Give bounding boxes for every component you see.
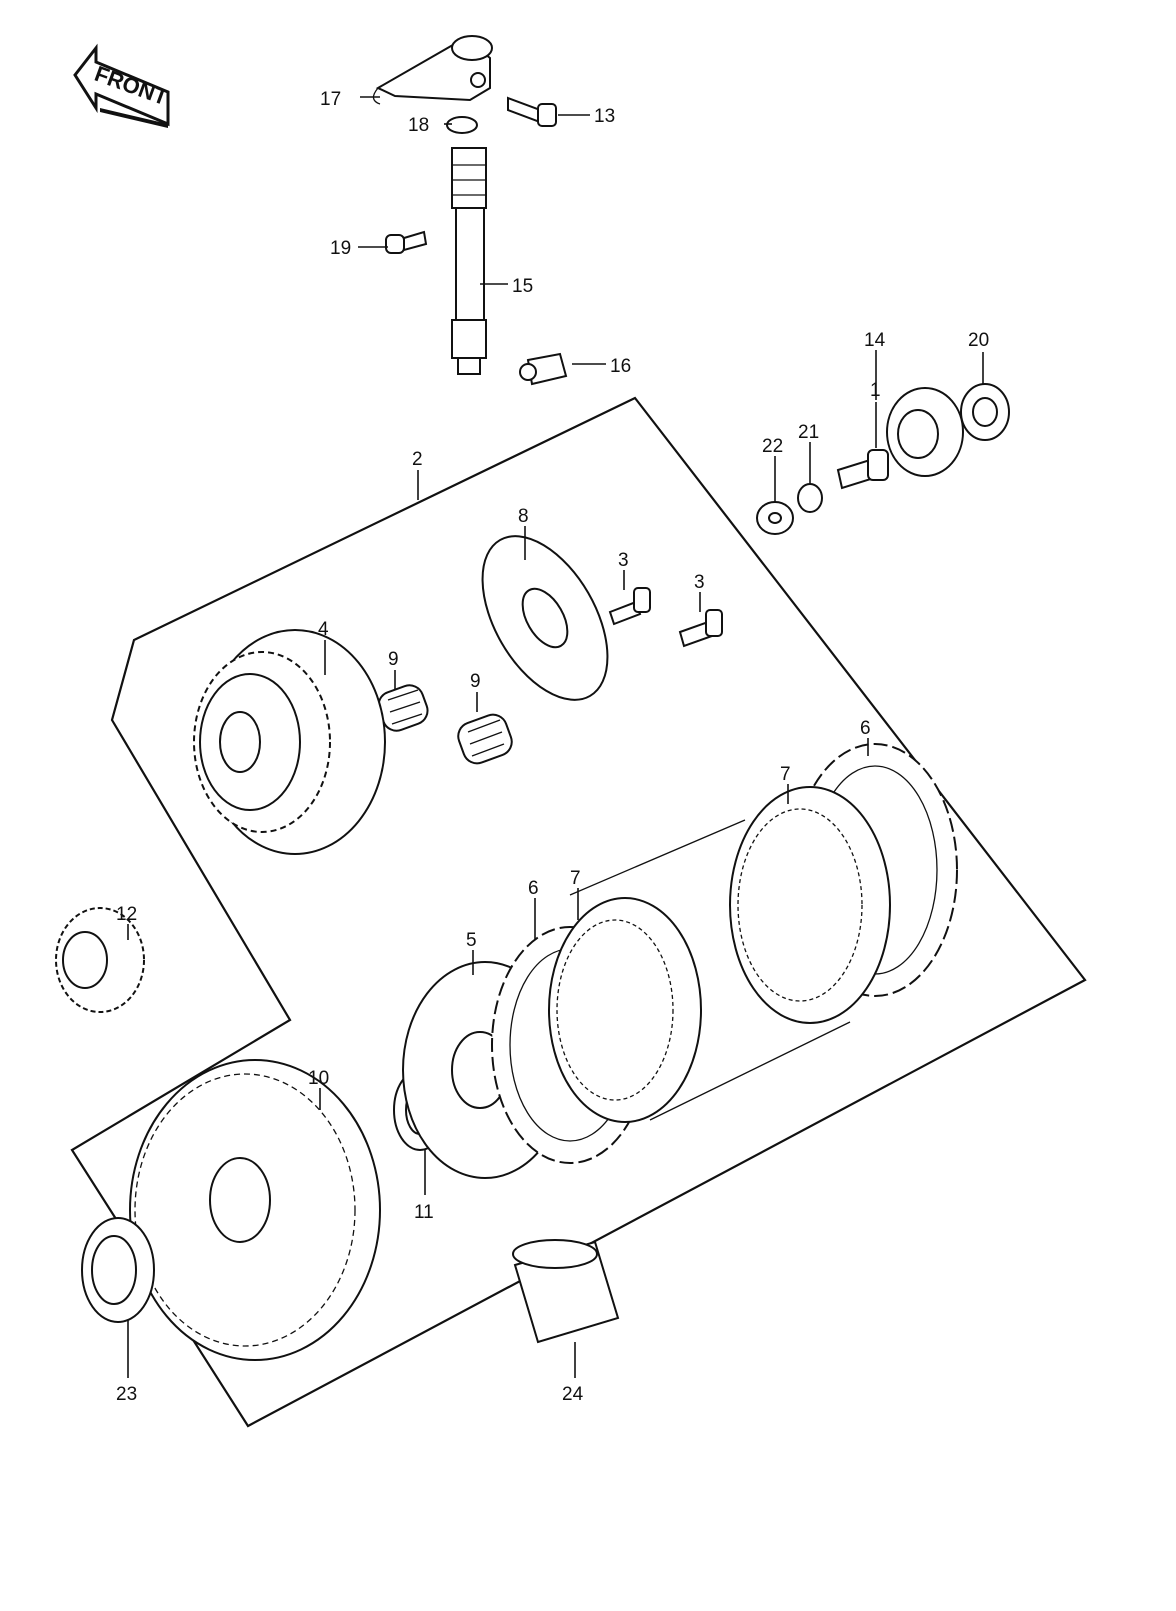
- part-7-steel-plate-b: [729, 786, 891, 1024]
- callout-3a: 3: [618, 550, 629, 571]
- callout-11: 11: [414, 1202, 434, 1223]
- callout-4: 5: [466, 930, 477, 951]
- callout-labels: 17 18 13 19 15 16 14 20 1 21 22 2 8 3 3 …: [116, 89, 989, 1405]
- callout-6b: 6: [860, 718, 871, 739]
- part-1-bolt: [836, 449, 889, 490]
- part-18-ring: [446, 116, 478, 134]
- callout-18: 18: [408, 115, 429, 136]
- callout-5: 4: [318, 619, 329, 640]
- part-3-bolt-a: [608, 587, 651, 626]
- part-3-bolt-b: [678, 609, 723, 648]
- callout-9a: 9: [388, 649, 399, 670]
- callout-17: 17: [320, 89, 341, 110]
- callout-7a: 7: [570, 868, 581, 889]
- callout-15: 15: [512, 276, 533, 297]
- part-8-plate: [481, 535, 609, 701]
- part-17-lever: [372, 35, 493, 105]
- callout-13: 13: [594, 106, 615, 127]
- callout-6a: 6: [528, 878, 539, 899]
- part-22-washer: [756, 501, 794, 535]
- callout-8: 8: [518, 506, 529, 527]
- part-15-shaft: [451, 147, 487, 375]
- callout-19: 19: [330, 238, 351, 259]
- front-arrow-icon: FRONT: [73, 43, 172, 128]
- callout-7b: 7: [780, 764, 791, 785]
- callout-21: 21: [798, 422, 819, 443]
- callout-23: 23: [116, 1384, 137, 1405]
- leader-lines: [127, 96, 984, 1378]
- callout-14: 14: [864, 330, 886, 351]
- callout-3b: 3: [694, 572, 705, 593]
- part-16-pin: [519, 352, 568, 386]
- part-23-washer: [81, 1217, 155, 1323]
- part-21-washer: [797, 483, 823, 513]
- assembly-outline: [70, 396, 1087, 1428]
- part-9-spring-b: [457, 713, 513, 765]
- part-13-bolt: [507, 96, 557, 127]
- part-24-collar: [512, 1239, 620, 1344]
- callout-24: 24: [562, 1384, 584, 1405]
- part-7-steel-plate-a: [548, 897, 702, 1123]
- part-14-seal: [886, 387, 964, 477]
- callout-22: 22: [762, 436, 783, 457]
- callout-9b: 9: [470, 671, 481, 692]
- part-20-bearing: [960, 383, 1010, 441]
- part-5-pressure-plate: [193, 629, 386, 855]
- callout-20: 20: [968, 330, 989, 351]
- part-12-gear: [55, 907, 145, 1013]
- part-10-clutch-housing: [129, 1059, 381, 1361]
- callout-12: 12: [116, 904, 137, 925]
- callout-2: 2: [412, 449, 423, 470]
- part-19-bolt: [385, 230, 428, 254]
- callout-16: 16: [610, 356, 631, 377]
- callout-10: 10: [308, 1068, 329, 1089]
- callout-1: 1: [870, 380, 881, 401]
